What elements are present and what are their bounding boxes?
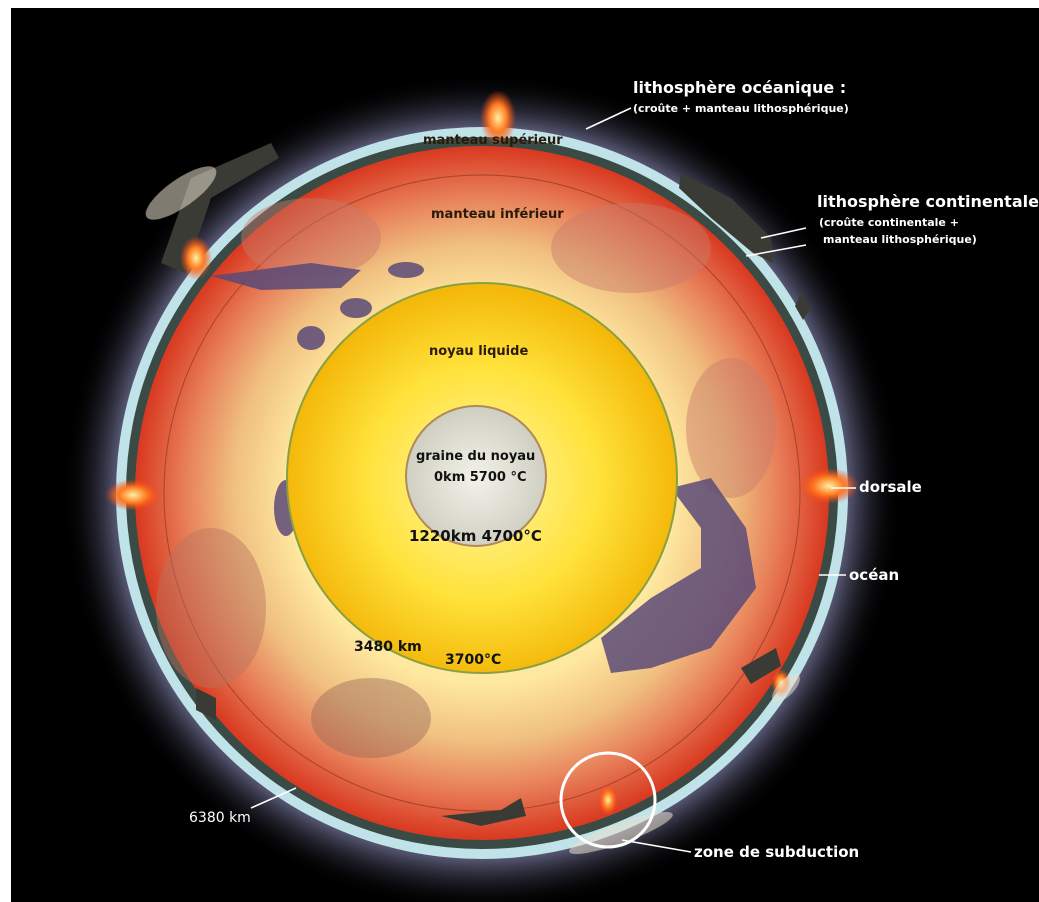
inner-core-depth-temp-label: 0km 5700 °C: [434, 470, 527, 485]
ridge-glow-left: [105, 479, 161, 511]
inner-core-label: graine du noyau: [416, 449, 535, 464]
ridge-glow-upper-left: [180, 236, 212, 280]
earth-cross-section-diagram: manteau supérieur manteau inférieur noya…: [11, 8, 1039, 902]
continental-lithosphere-detail-2: manteau lithosphérique): [823, 233, 977, 246]
upper-mantle-label: manteau supérieur: [423, 133, 563, 148]
inner-core-boundary-label: 1220km 4700°C: [409, 527, 542, 545]
oceanic-lithosphere-detail: (croûte + manteau lithosphérique): [633, 102, 849, 115]
diagram-frame: manteau supérieur manteau inférieur noya…: [11, 8, 1039, 902]
liquid-core-label: noyau liquide: [429, 344, 528, 359]
ocean-label: océan: [849, 566, 899, 584]
continental-lithosphere-title: lithosphère continentale :: [817, 192, 1039, 211]
core-boundary-depth-label: 3480 km: [354, 639, 422, 655]
lower-mantle-label: manteau inférieur: [431, 207, 564, 222]
continental-lithosphere-detail-1: (croûte continentale +: [819, 216, 959, 229]
core-boundary-temp-label: 3700°C: [445, 652, 501, 668]
ridge-label: dorsale: [859, 478, 922, 496]
earth-radius-label: 6380 km: [189, 810, 251, 826]
ridge-glow-right: [799, 468, 859, 504]
subduction-glow: [598, 784, 618, 816]
oceanic-lithosphere-title: lithosphère océanique :: [633, 78, 846, 97]
subduction-zone-label: zone de subduction: [694, 843, 859, 861]
